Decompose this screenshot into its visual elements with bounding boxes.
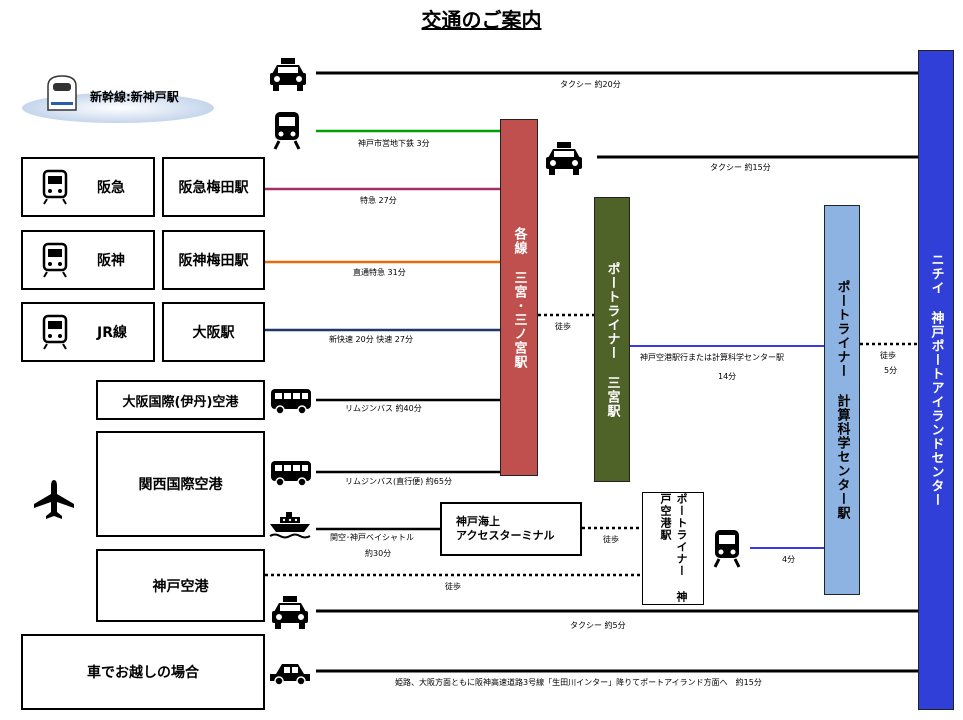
label-taxi-20: タクシー 約20分 (560, 80, 621, 89)
portliner-sannomiya-label: ポートライナー 三宮駅 (604, 261, 620, 418)
portliner-kobe-airport-station: ポートライナー 神戸空港駅 (642, 492, 704, 605)
bus-icon (271, 461, 311, 487)
label-bay-shuttle: 関空･神戸ベイシャトル (330, 533, 414, 542)
taxi-icon (546, 142, 582, 175)
jr-station-label: 大阪駅 (192, 325, 235, 341)
jr-line-label: JR線 (97, 325, 127, 341)
hankyu-line-box: 阪急 (21, 157, 155, 217)
jr-line-box: JR線 (21, 302, 155, 362)
train-icon (42, 169, 68, 205)
label-portliner-route: 神戸空港駅行または計算科学センター駅 (640, 353, 784, 362)
train-icon (42, 314, 68, 350)
portliner-kobe-airport-label: ポートライナー 神戸空港駅 (659, 493, 688, 603)
label-chokutsu: 直通特急 31分 (353, 268, 406, 277)
label-taxi-15: タクシー 約15分 (710, 163, 771, 172)
kobe-kaijo-label: 神戸海上 アクセスターミナル (456, 515, 555, 542)
label-limousine-kansai: リムジンバス(直行便) 約65分 (345, 477, 452, 486)
label-taxi-5: タクシー 約5分 (570, 621, 626, 630)
kansai-airport-box: 関西国際空港 (96, 431, 265, 537)
shinkansen-label: 新幹線:新神戸駅 (90, 90, 179, 104)
train-icon (273, 112, 301, 150)
taxi-icon (272, 596, 308, 629)
kansai-airport-label: 関西国際空港 (138, 477, 223, 493)
portliner-keisan-station: ポートライナー 計算科学センター駅 (824, 205, 860, 595)
label-bay-shuttle-time: 約30分 (365, 549, 392, 558)
shinkansen-origin: 新幹線:新神戸駅 (20, 72, 216, 124)
label-walk-dest: 徒歩 (880, 351, 896, 360)
destination-building: ニチイ 神戸ポートアイランドセンター (918, 50, 954, 710)
sannomiya-station: 各線 三宮･三ノ宮駅 (500, 119, 538, 476)
kobe-airport-box: 神戸空港 (96, 549, 265, 622)
shinkansen-icon (47, 75, 77, 111)
hankyu-station-label: 阪急梅田駅 (178, 180, 249, 196)
kobe-airport-label: 神戸空港 (152, 578, 209, 595)
car-box: 車でお越しの場合 (21, 634, 265, 710)
train-icon (713, 530, 741, 568)
sannomiya-label: 各線 三宮･三ノ宮駅 (511, 226, 527, 369)
hankyu-station-box: 阪急梅田駅 (162, 157, 265, 217)
jr-station-box: 大阪駅 (162, 302, 265, 362)
hanshin-station-box: 阪神梅田駅 (162, 230, 265, 290)
car-label: 車でお越しの場合 (87, 665, 199, 681)
label-limousine-itami: リムジンバス 約40分 (345, 404, 422, 413)
taxi-icon (270, 58, 306, 91)
label-subway: 神戸市営地下鉄 3分 (358, 139, 430, 148)
hankyu-line-label: 阪急 (97, 180, 125, 196)
page-title: 交通のご案内 (421, 8, 542, 32)
portliner-sannomiya-station: ポートライナー 三宮駅 (594, 197, 630, 482)
label-walk-terminal: 徒歩 (603, 535, 619, 544)
label-portliner-4: 4分 (782, 555, 796, 564)
kobe-kaijo-terminal: 神戸海上 アクセスターミナル (440, 502, 582, 556)
hanshin-line-label: 阪神 (97, 253, 125, 269)
label-jr: 新快速 20分 快速 27分 (329, 335, 413, 344)
airplane-icon (34, 480, 74, 519)
label-tokkyu: 特急 27分 (360, 196, 397, 205)
car-icon (270, 664, 310, 686)
label-walk-sannomiya: 徒歩 (555, 322, 571, 331)
hanshin-station-label: 阪神梅田駅 (178, 253, 249, 269)
destination-label: ニチイ 神戸ポートアイランドセンター (928, 253, 944, 507)
label-walk-dest-time: 5分 (884, 366, 898, 375)
label-car-route: 姫路、大阪方面ともに阪神高速道路3号線「生田川インター」降りてポートアイランド方… (395, 678, 762, 687)
label-walk-airport: 徒歩 (445, 582, 461, 591)
itami-airport-label: 大阪国際(伊丹)空港 (122, 394, 239, 410)
portliner-keisan-label: ポートライナー 計算科学センター駅 (834, 280, 850, 520)
hanshin-line-box: 阪神 (21, 230, 155, 290)
train-icon (42, 242, 68, 278)
ferry-icon (269, 512, 311, 539)
label-portliner-time: 14分 (718, 372, 737, 381)
bus-icon (271, 389, 311, 415)
itami-airport-box: 大阪国際(伊丹)空港 (96, 380, 265, 420)
